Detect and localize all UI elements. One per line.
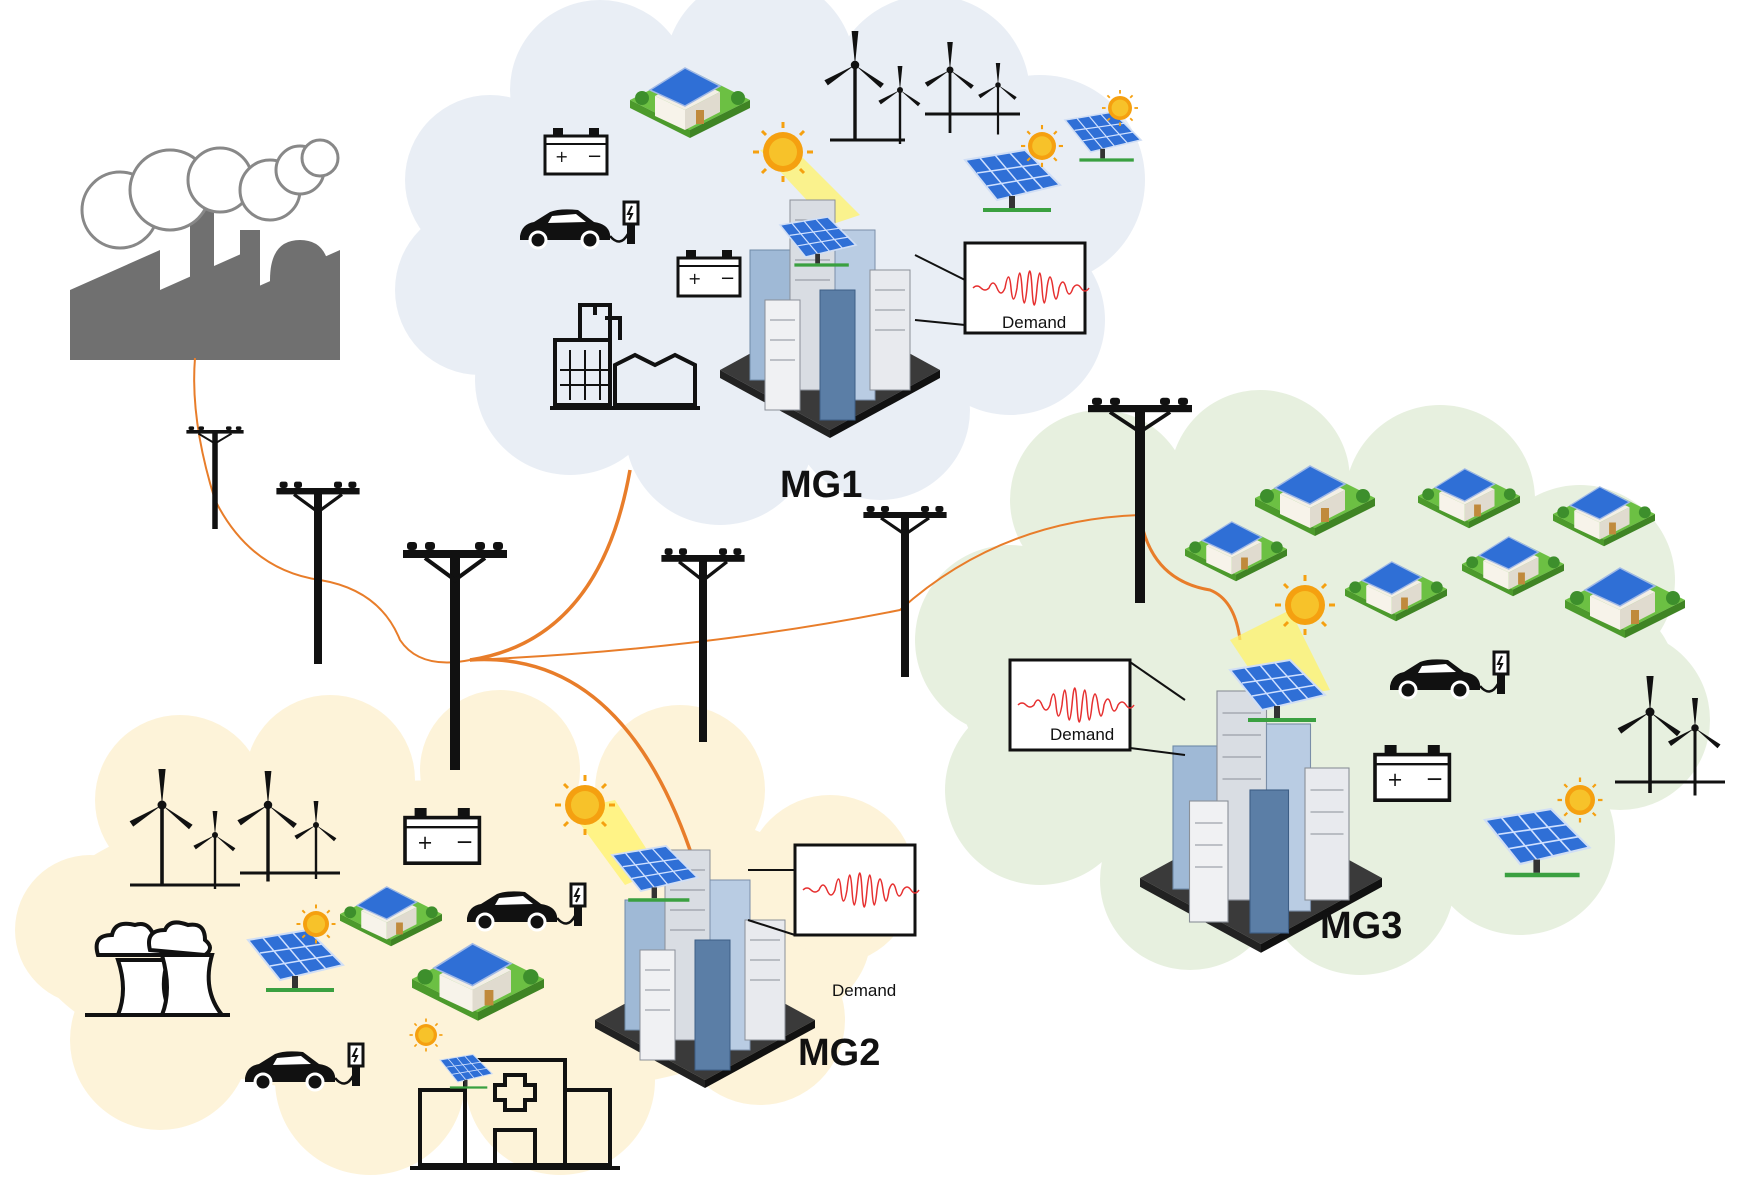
utility-pole-1 xyxy=(185,425,245,531)
mg1-battery-2 xyxy=(676,248,742,298)
mg2-battery xyxy=(403,806,482,866)
mg3-battery xyxy=(1373,743,1452,803)
mg2-demand-label: Demand xyxy=(832,981,896,1000)
mg2-hospital-icon xyxy=(410,1058,620,1170)
mg3-demand-label: Demand xyxy=(1050,725,1114,744)
power-lines xyxy=(193,357,1242,851)
mg2-label: MG2 xyxy=(798,1032,880,1074)
mg1-demand-label: Demand xyxy=(1002,313,1066,332)
mg1-factory-icon xyxy=(550,303,700,410)
mg2-cooling-towers-icon xyxy=(85,920,230,1017)
power-plant-icon xyxy=(70,138,340,360)
mg1-battery-1 xyxy=(543,126,609,176)
mg3-label: MG3 xyxy=(1320,905,1402,947)
mg2-demand-waveform xyxy=(793,843,921,937)
mg1-label: MG1 xyxy=(780,464,862,506)
